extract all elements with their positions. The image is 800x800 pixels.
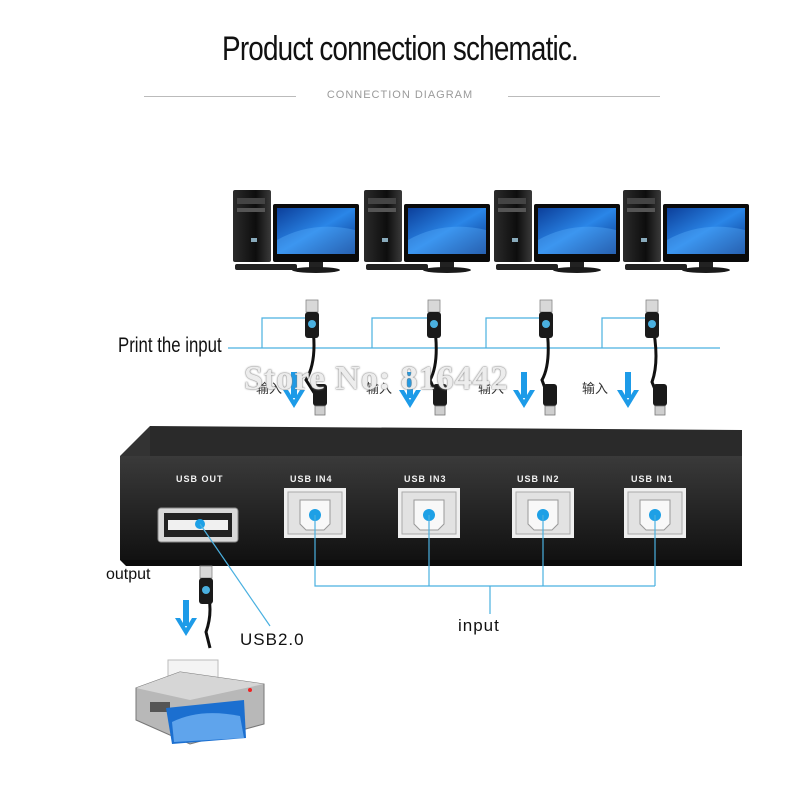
usb-b-plug-2-icon [542, 383, 558, 416]
cn-input-label-1: 输入 [582, 381, 609, 396]
usb20-label: USB2.0 [240, 630, 305, 649]
subtitle-rule-right [508, 96, 660, 97]
output-label: output [106, 566, 151, 583]
computer-2-icon [494, 190, 620, 273]
computer-4-icon [233, 190, 359, 273]
input-arrow-1-icon [617, 372, 639, 408]
diagram-subtitle: CONNECTION DIAGRAM [326, 89, 474, 101]
print-input-label: Print the input [118, 334, 222, 357]
cn-input-label-2: 输入 [478, 381, 505, 396]
port-label-usb-out: USB OUT [176, 474, 224, 484]
output-usb-plug-icon [198, 565, 214, 605]
usb-a-plug-3-icon [426, 299, 442, 339]
store-watermark: Store No: 816442 [244, 360, 509, 397]
port-input-wires [199, 515, 656, 627]
computer-3-icon [364, 190, 490, 273]
cn-input-label-3: 输入 [366, 381, 393, 396]
cn-input-label-4: 输入 [256, 381, 283, 396]
port-label-usb-in2: USB IN2 [517, 474, 560, 484]
input-wire-bracket [228, 317, 720, 349]
usb-a-plug-2-icon [538, 299, 554, 339]
computer-1-icon [623, 190, 749, 273]
port-label-usb-in1: USB IN1 [631, 474, 674, 484]
usb-a-plug-4-icon [304, 299, 320, 339]
input-arrow-2-icon [513, 372, 535, 408]
output-arrow-icon [175, 600, 197, 636]
usb-switch-box [120, 426, 742, 566]
printer-icon [135, 659, 265, 745]
page-title: Product connection schematic. [222, 30, 579, 68]
usb-b-plug-1-icon [652, 383, 668, 416]
subtitle-rule-left [144, 96, 296, 97]
port-label-usb-in4: USB IN4 [290, 474, 333, 484]
input-label: input [458, 616, 500, 635]
usb-a-plug-1-icon [644, 299, 660, 339]
port-label-usb-in3: USB IN3 [404, 474, 447, 484]
